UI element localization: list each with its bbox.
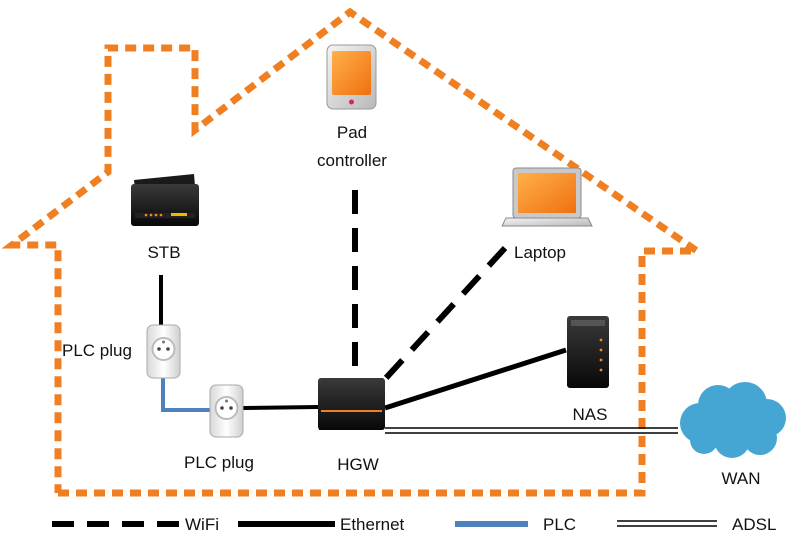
legend-adsl-label: ADSL — [732, 515, 776, 534]
legend: WiFi Ethernet PLC ADSL — [52, 515, 776, 534]
house-outline — [1, 7, 709, 497]
ethernet-link-plc — [242, 405, 319, 410]
pad-label-line2: controller — [317, 151, 387, 170]
legend-plc-label: PLC — [543, 515, 576, 534]
pad-device-icon — [326, 44, 377, 110]
laptop-label: Laptop — [514, 243, 566, 262]
plc-plug-1-icon — [146, 324, 181, 379]
plc-plug-2-icon — [209, 384, 244, 438]
wifi-link-laptop — [383, 245, 508, 381]
wan-label: WAN — [721, 469, 760, 488]
hgw-label: HGW — [337, 455, 379, 474]
plc-plug-1-label: PLC plug — [62, 341, 132, 360]
hgw-icon — [318, 378, 385, 430]
pad-label-line1: Pad — [337, 123, 367, 142]
plc-link — [161, 378, 210, 412]
legend-ethernet-label: Ethernet — [340, 515, 405, 534]
legend-wifi-label: WiFi — [185, 515, 219, 534]
wan-cloud-icon — [680, 382, 786, 458]
ethernet-link-nas — [384, 347, 567, 411]
stb-icon — [131, 174, 199, 226]
laptop-icon — [501, 167, 593, 227]
stb-label: STB — [147, 243, 180, 262]
nas-label: NAS — [573, 405, 608, 424]
nas-icon — [567, 316, 609, 388]
plc-plug-2-label: PLC plug — [184, 453, 254, 472]
